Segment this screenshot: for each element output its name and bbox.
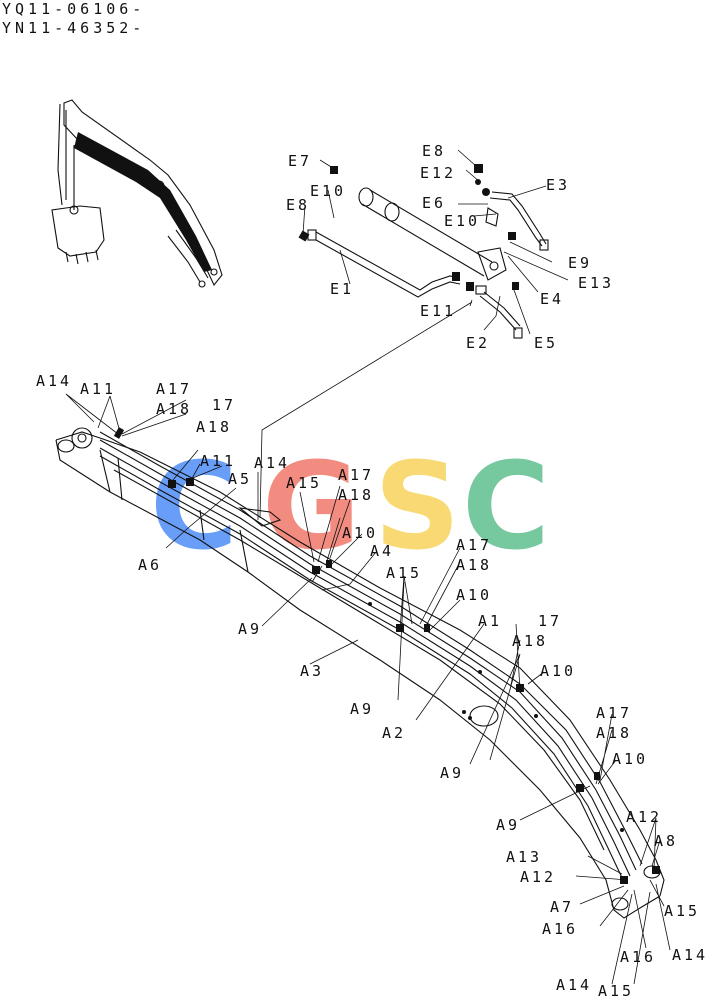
- label-e4: E4: [540, 290, 564, 308]
- label-a14-second: A14: [254, 454, 290, 472]
- label-e11: E11: [420, 302, 456, 320]
- label-a5: A5: [228, 470, 252, 488]
- watermark-letter-3: S: [374, 438, 460, 577]
- label-a10-fourth: A10: [612, 750, 648, 768]
- arm-cylinder-detail: [298, 149, 569, 339]
- label-e13: E13: [578, 274, 614, 292]
- label-a11-second: A11: [200, 452, 236, 470]
- label-a6: A6: [138, 556, 162, 574]
- label-a13: A13: [506, 848, 542, 866]
- label-e8: E8: [422, 142, 446, 160]
- detail-leader-line: [259, 301, 473, 519]
- label-a10-third: A10: [540, 662, 576, 680]
- label-e10: E10: [310, 182, 346, 200]
- label-e5: E5: [534, 334, 558, 352]
- label-e3: E3: [546, 176, 570, 194]
- label-a17-partial-second: 17: [538, 612, 562, 630]
- label-a18-fifth: A18: [512, 632, 548, 650]
- label-a17-sixth: A17: [596, 704, 632, 722]
- label-a17-partial: 17: [212, 396, 236, 414]
- label-a16: A16: [542, 920, 578, 938]
- label-a17: A17: [156, 380, 192, 398]
- label-e9: E9: [568, 254, 592, 272]
- boom-assembly: [55, 427, 665, 919]
- boom-hydraulic-lines: [99, 427, 660, 884]
- label-e12: E12: [420, 164, 456, 182]
- label-a9-fourth: A9: [496, 816, 520, 834]
- label-a18: A18: [156, 400, 192, 418]
- label-a7: A7: [550, 898, 574, 916]
- label-a18-fourth: A18: [456, 556, 492, 574]
- serial-number-range-2: YN11-46352-: [2, 19, 146, 37]
- label-a11: A11: [80, 380, 116, 398]
- label-a8: A8: [654, 832, 678, 850]
- watermark: C G S C: [150, 438, 550, 577]
- label-a17-fourth: A17: [456, 536, 492, 554]
- label-a12-second: A12: [520, 868, 556, 886]
- label-a12: A12: [626, 808, 662, 826]
- label-a15: A15: [286, 474, 322, 492]
- label-a1: A1: [478, 612, 502, 630]
- label-a9-second: A9: [350, 700, 374, 718]
- label-e7: E7: [288, 152, 312, 170]
- label-a10: A10: [342, 524, 378, 542]
- label-a10-second: A10: [456, 586, 492, 604]
- label-e1: E1: [330, 280, 354, 298]
- label-a3: A3: [300, 662, 324, 680]
- label-a15-fourth: A15: [598, 982, 634, 1000]
- label-e8-lower: E8: [286, 196, 310, 214]
- label-a17-third: A17: [338, 466, 374, 484]
- label-a15-third: A15: [664, 902, 700, 920]
- watermark-letter-4: C: [462, 438, 550, 577]
- label-a16-second: A16: [620, 948, 656, 966]
- label-a9: A9: [238, 620, 262, 638]
- watermark-letter-2: G: [262, 438, 361, 577]
- a-series-leader-lines: [65, 393, 671, 985]
- label-a2: A2: [382, 724, 406, 742]
- label-a9-third: A9: [440, 764, 464, 782]
- label-a18-sixth: A18: [596, 724, 632, 742]
- label-a14: A14: [36, 372, 72, 390]
- label-a18-second: A18: [196, 418, 232, 436]
- label-e10-lower: E10: [444, 212, 480, 230]
- label-a14-third: A14: [672, 946, 708, 964]
- label-a18-third: A18: [338, 486, 374, 504]
- label-e6: E6: [422, 194, 446, 212]
- excavator-overview-thumbnail: [51, 99, 223, 288]
- label-e2: E2: [466, 334, 490, 352]
- label-a4: A4: [370, 542, 394, 560]
- label-a14-fourth: A14: [556, 976, 592, 994]
- label-a15-second: A15: [386, 564, 422, 582]
- part-labels: E7 E8 E12 E10 E6 E3 E8 E10 E9 E13 E1 E4 …: [36, 142, 708, 1000]
- watermark-letter-1: C: [150, 438, 238, 577]
- serial-number-range-1: YQ11-06106-: [2, 0, 146, 18]
